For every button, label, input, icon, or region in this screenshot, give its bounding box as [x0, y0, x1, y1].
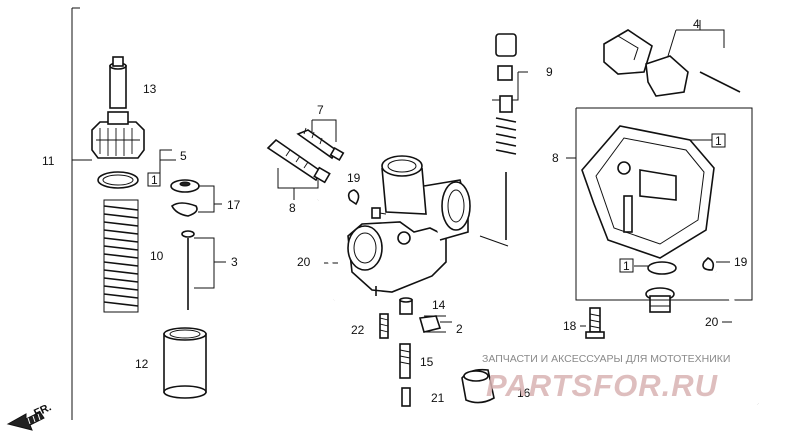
callout-1-bottom: 1 — [623, 259, 630, 273]
part-16-cover — [461, 368, 495, 404]
part-22-needle-jet — [379, 313, 389, 339]
part-21-starter-jet — [401, 387, 411, 407]
part-carburetor-body — [347, 155, 471, 296]
callout-5: 5 — [180, 149, 187, 163]
leader-lines-right — [566, 139, 732, 327]
callout-22: 22 — [351, 323, 365, 337]
part-14-main-jet — [399, 297, 413, 315]
callout-19-right: 19 — [734, 255, 748, 269]
callout-box-1-bottom — [619, 258, 634, 273]
callout-8-left: 8 — [289, 201, 296, 215]
watermark-caption: ЗАПЧАСТИ И АКСЕССУАРЫ ДЛЯ МОТОТЕХНИКИ — [482, 353, 730, 365]
watermark-logo: PARTSFOR.RU — [486, 368, 719, 403]
callout-10: 10 — [150, 249, 164, 263]
callout-4: 4 — [693, 17, 700, 31]
part-bowl-oring-drain — [645, 261, 677, 313]
part-7-pilot-screw — [296, 127, 345, 162]
callout-19-mid: 19 — [347, 171, 361, 185]
part-8-idle-screw — [266, 138, 331, 184]
front-arrow-icon — [6, 411, 45, 431]
callout-1-top: 1 — [715, 134, 722, 148]
callout-14: 14 — [432, 298, 446, 312]
part-17-needle-retainer — [170, 179, 200, 217]
leader-lines-left — [71, 7, 226, 420]
callout-20-mid: 20 — [297, 255, 311, 269]
callout-17: 17 — [227, 198, 241, 212]
part-13-cap-tube — [109, 56, 127, 109]
callout-7: 7 — [317, 103, 324, 117]
part-19-clip-mid — [347, 189, 360, 206]
callout-16: 16 — [517, 386, 531, 400]
part-15-slow-jet — [399, 343, 411, 379]
part-3-jet-needle — [181, 230, 195, 310]
callout-3: 3 — [231, 255, 238, 269]
front-marker-label: FR. — [32, 401, 53, 419]
callout-18: 18 — [563, 319, 577, 333]
callout-box-1-left — [147, 172, 161, 187]
part-20-vent-tube-mid — [312, 199, 338, 301]
callout-box-1-top — [711, 133, 726, 148]
callout-9: 9 — [546, 65, 553, 79]
part-1-cap-oring — [97, 171, 139, 189]
part-12-throttle-slide — [163, 327, 207, 399]
part-4-float — [603, 20, 741, 97]
callout-15: 15 — [420, 355, 434, 369]
callout-8-right: 8 — [552, 151, 559, 165]
callout-12: 12 — [135, 357, 149, 371]
callout-2: 2 — [456, 322, 463, 336]
callout-20-right: 20 — [705, 315, 719, 329]
part-18-bolt — [585, 307, 605, 339]
part-2-float-valve — [418, 315, 452, 333]
callout-11: 11 — [42, 154, 55, 168]
callout-1-left: 1 — [151, 173, 158, 187]
part-9-choke-plunger — [495, 33, 517, 240]
part-20-drain-tube-right — [713, 270, 761, 406]
part-5-top-cap — [91, 111, 145, 159]
callout-13: 13 — [143, 82, 157, 96]
part-10-throttle-spring — [103, 199, 139, 313]
part-8-float-bowl — [575, 107, 753, 301]
callout-21: 21 — [431, 391, 445, 405]
part-19-clip-right — [702, 257, 715, 271]
